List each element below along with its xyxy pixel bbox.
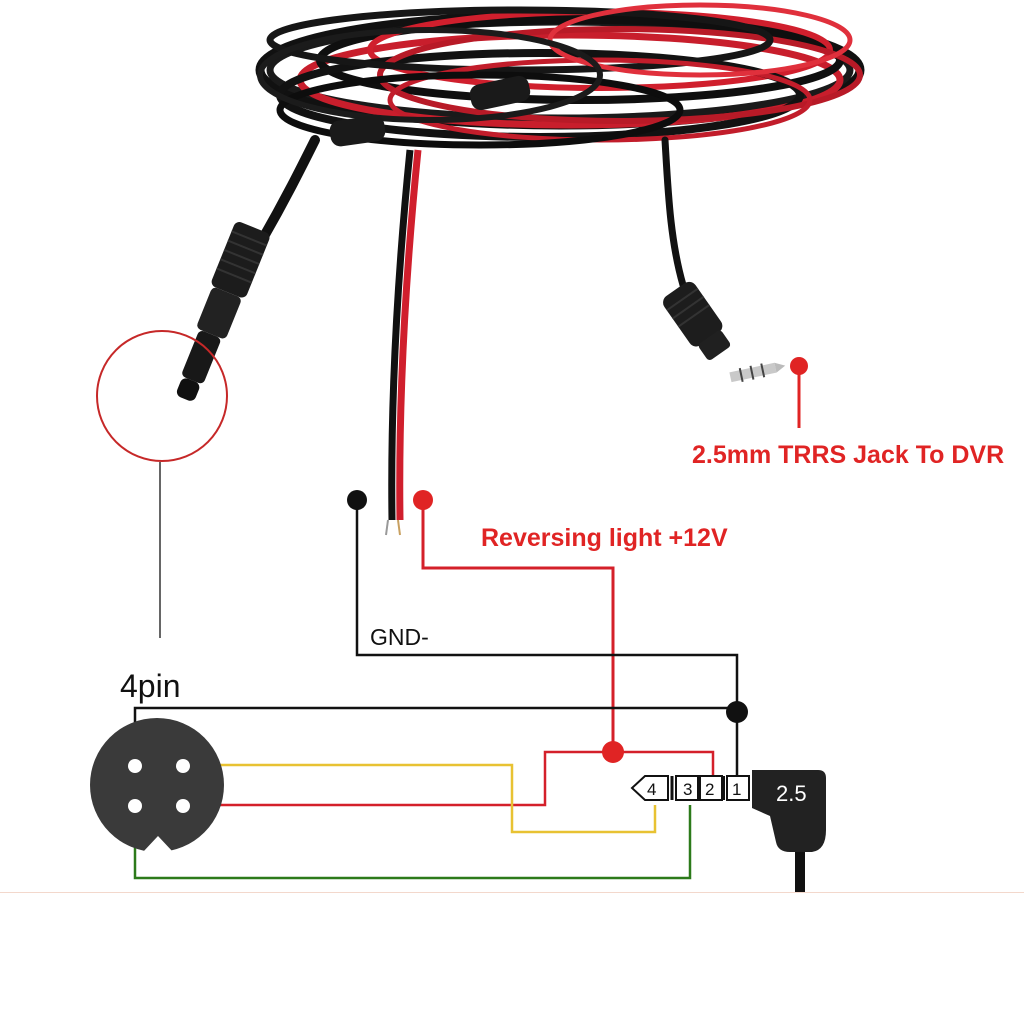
gnd-terminal-dot [347,490,367,510]
divider [0,892,1024,893]
jack-pin-2: 2 [705,780,714,799]
trrs-jack-label: 2.5mm TRRS Jack To DVR [692,441,1004,469]
pin-green-wire [133,805,692,880]
jack-pin-1: 1 [732,780,741,799]
four-pin-connector-icon [90,718,224,852]
plug-size-label: 2.5 [776,781,807,806]
cable-bundle-photo [176,2,865,536]
jack-pin-3: 3 [683,780,692,799]
pin-yellow-wire [183,763,657,834]
trrs-callout [790,357,808,428]
jack-pin-4: 4 [647,780,656,799]
pin-ground-wire [133,706,737,735]
schematic-wires [133,500,739,880]
pin-red-wire [183,750,715,807]
red-junction-dot [602,741,624,763]
gnd-junction-dot [726,701,748,723]
reversing-light-wire [421,500,615,752]
four-pin-label: 4pin [120,668,181,704]
reversing-light-label: Reversing light +12V [481,524,728,552]
connector-callout [96,330,228,638]
red-terminal-dot [413,490,433,510]
gnd-label: GND- [370,624,429,650]
trrs-jack-plug-icon: 4 3 2 1 2.5 [630,770,826,893]
